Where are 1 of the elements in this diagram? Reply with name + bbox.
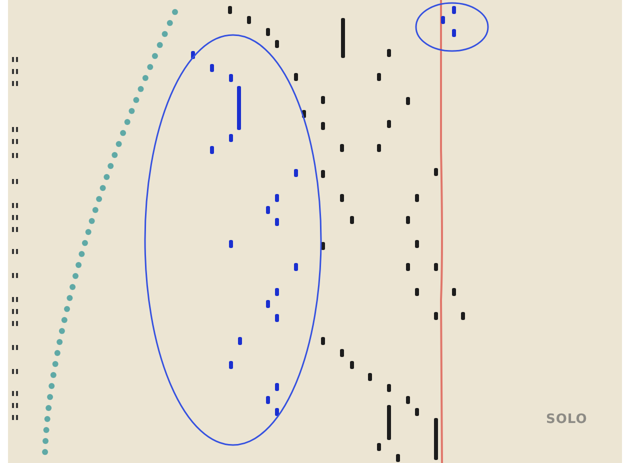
section-label: SOLO <box>546 412 588 427</box>
